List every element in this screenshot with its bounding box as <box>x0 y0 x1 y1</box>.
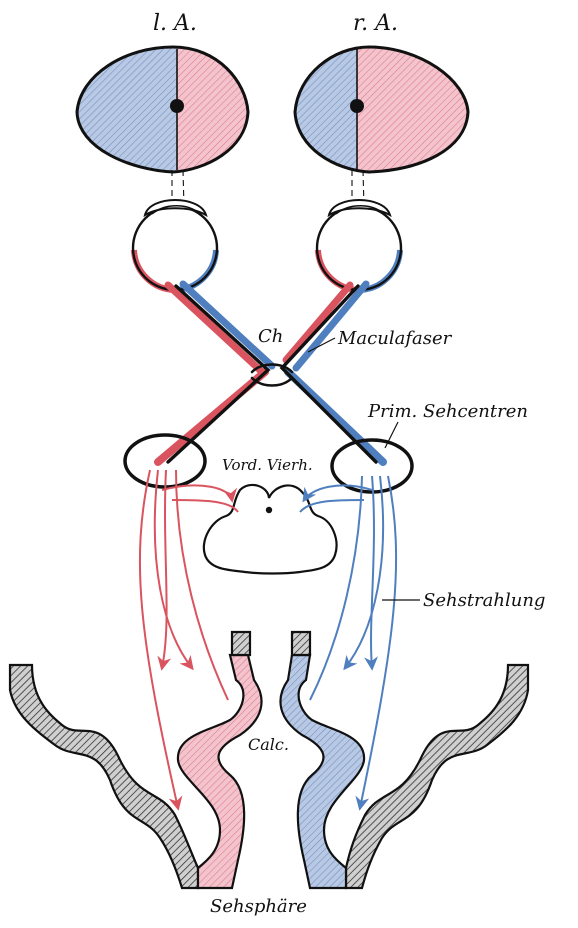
calcarine-label: Calc. <box>248 735 289 754</box>
right-eye-label: r. A. <box>353 11 398 36</box>
midbrain-section <box>204 485 337 574</box>
radiation-label: Sehstrahlung <box>423 590 545 611</box>
right-fixation-point <box>350 99 364 113</box>
left-eyeball <box>133 200 217 290</box>
left-occipital-cortex <box>10 632 262 888</box>
left-fixation-point <box>170 99 184 113</box>
chiasm-label: Ch <box>258 326 283 347</box>
colliculi-label: Vord. Vierh. <box>222 456 313 474</box>
left-visual-field <box>70 40 257 180</box>
optic-pathway <box>158 284 383 462</box>
macula-label: Maculafaser <box>337 328 453 349</box>
primary-centers-label: Prim. Sehcentren <box>367 401 528 422</box>
left-eye-label: l. A. <box>153 11 197 36</box>
visual-cortex-label: Sehsphäre <box>210 896 307 917</box>
right-eyeball <box>317 200 401 290</box>
right-occipital-cortex <box>280 632 528 888</box>
right-visual-field <box>290 40 477 180</box>
